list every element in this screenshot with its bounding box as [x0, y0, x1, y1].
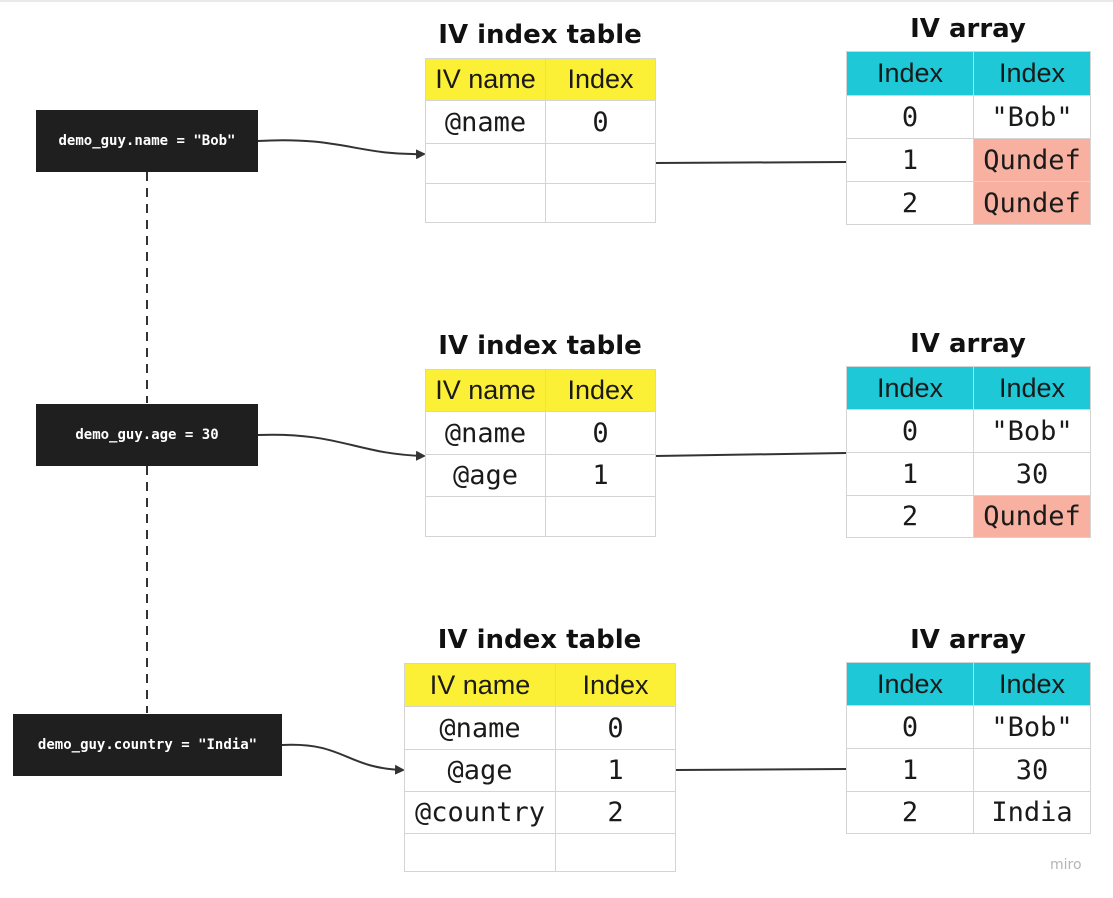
iv-name-cell: @age — [404, 749, 556, 792]
link-table-1-to-array-1 — [654, 161, 847, 164]
index-table-2: IV name Index @name 0 @age 1 — [425, 369, 656, 537]
index-table-header-iv-name: IV name — [404, 663, 556, 707]
arrow-statement-3-to-index-table-3 — [281, 743, 405, 775]
iv-array-2-title: IV array — [910, 329, 1026, 359]
index-table-header-index: Index — [545, 58, 656, 101]
iv-index-cell: 0 — [545, 411, 656, 455]
index-table-3: IV name Index @name 0 @age 1 @country 2 — [404, 663, 676, 872]
arrow-statement-2-to-index-table-2 — [257, 433, 426, 461]
iv-index-cell: 2 — [555, 791, 676, 834]
iv-name-cell — [425, 143, 546, 184]
index-table-2-title: IV index table — [438, 331, 642, 361]
iv-name-cell — [425, 496, 546, 537]
array-slot-index: 0 — [846, 409, 974, 453]
iv-array-1: Index Index 0 "Bob" 1 Qundef 2 Qundef — [846, 51, 1091, 225]
statement-name-assignment: demo_guy.name = "Bob" — [36, 110, 258, 172]
iv-index-cell: 1 — [555, 749, 676, 792]
iv-name-cell: @country — [404, 791, 556, 834]
iv-name-cell: @age — [425, 454, 546, 497]
array-slot-index: 2 — [846, 791, 974, 834]
iv-name-cell — [404, 833, 556, 872]
iv-array-3-title: IV array — [910, 625, 1026, 655]
statement-age-assignment: demo_guy.age = 30 — [36, 404, 258, 466]
index-table-header-iv-name: IV name — [425, 369, 546, 412]
miro-watermark: miro — [1050, 857, 1082, 873]
iv-name-cell: @name — [425, 100, 546, 144]
array-slot-index: 2 — [846, 495, 974, 538]
link-table-2-to-array-2 — [654, 452, 847, 457]
iv-array-2: Index Index 0 "Bob" 1 30 2 Qundef — [846, 366, 1091, 538]
iv-index-cell — [545, 183, 656, 223]
array-slot-value: India — [973, 791, 1091, 834]
iv-array-header-index: Index — [846, 51, 974, 96]
link-table-3-to-array-3 — [675, 768, 847, 771]
iv-array-header-value: Index — [973, 366, 1091, 410]
array-slot-index: 0 — [846, 705, 974, 749]
iv-array-header-value: Index — [973, 662, 1091, 706]
iv-array-header-index: Index — [846, 366, 974, 410]
array-slot-value: "Bob" — [973, 409, 1091, 453]
iv-index-cell — [545, 143, 656, 184]
array-slot-value: 30 — [973, 452, 1091, 496]
array-slot-index: 0 — [846, 95, 974, 139]
iv-array-3: Index Index 0 "Bob" 1 30 2 India — [846, 662, 1091, 834]
iv-name-cell — [425, 183, 546, 223]
index-table-header-index: Index — [545, 369, 656, 412]
array-slot-value: "Bob" — [973, 705, 1091, 749]
array-slot-value-undef: Qundef — [973, 495, 1091, 538]
iv-name-cell: @name — [404, 706, 556, 750]
statement-country-assignment: demo_guy.country = "India" — [13, 714, 282, 776]
iv-index-cell: 0 — [545, 100, 656, 144]
array-slot-index: 1 — [846, 748, 974, 792]
array-slot-value: 30 — [973, 748, 1091, 792]
arrow-statement-1-to-index-table-1 — [257, 139, 426, 160]
iv-index-cell — [545, 496, 656, 537]
top-border — [0, 0, 1113, 2]
iv-index-cell: 0 — [555, 706, 676, 750]
index-table-1-title: IV index table — [438, 20, 642, 50]
array-slot-value-undef: Qundef — [973, 181, 1091, 225]
index-table-header-index: Index — [555, 663, 676, 707]
array-slot-index: 1 — [846, 138, 974, 182]
index-table-1: IV name Index @name 0 — [425, 58, 656, 223]
iv-name-cell: @name — [425, 411, 546, 455]
iv-array-header-index: Index — [846, 662, 974, 706]
iv-array-header-value: Index — [973, 51, 1091, 96]
array-slot-value: "Bob" — [973, 95, 1091, 139]
array-slot-index: 2 — [846, 181, 974, 225]
index-table-header-iv-name: IV name — [425, 58, 546, 101]
index-table-3-title: IV index table — [437, 625, 642, 655]
iv-index-cell: 1 — [545, 454, 656, 497]
array-slot-index: 1 — [846, 452, 974, 496]
array-slot-value-undef: Qundef — [973, 138, 1091, 182]
iv-array-1-title: IV array — [910, 14, 1026, 44]
iv-index-cell — [555, 833, 676, 872]
